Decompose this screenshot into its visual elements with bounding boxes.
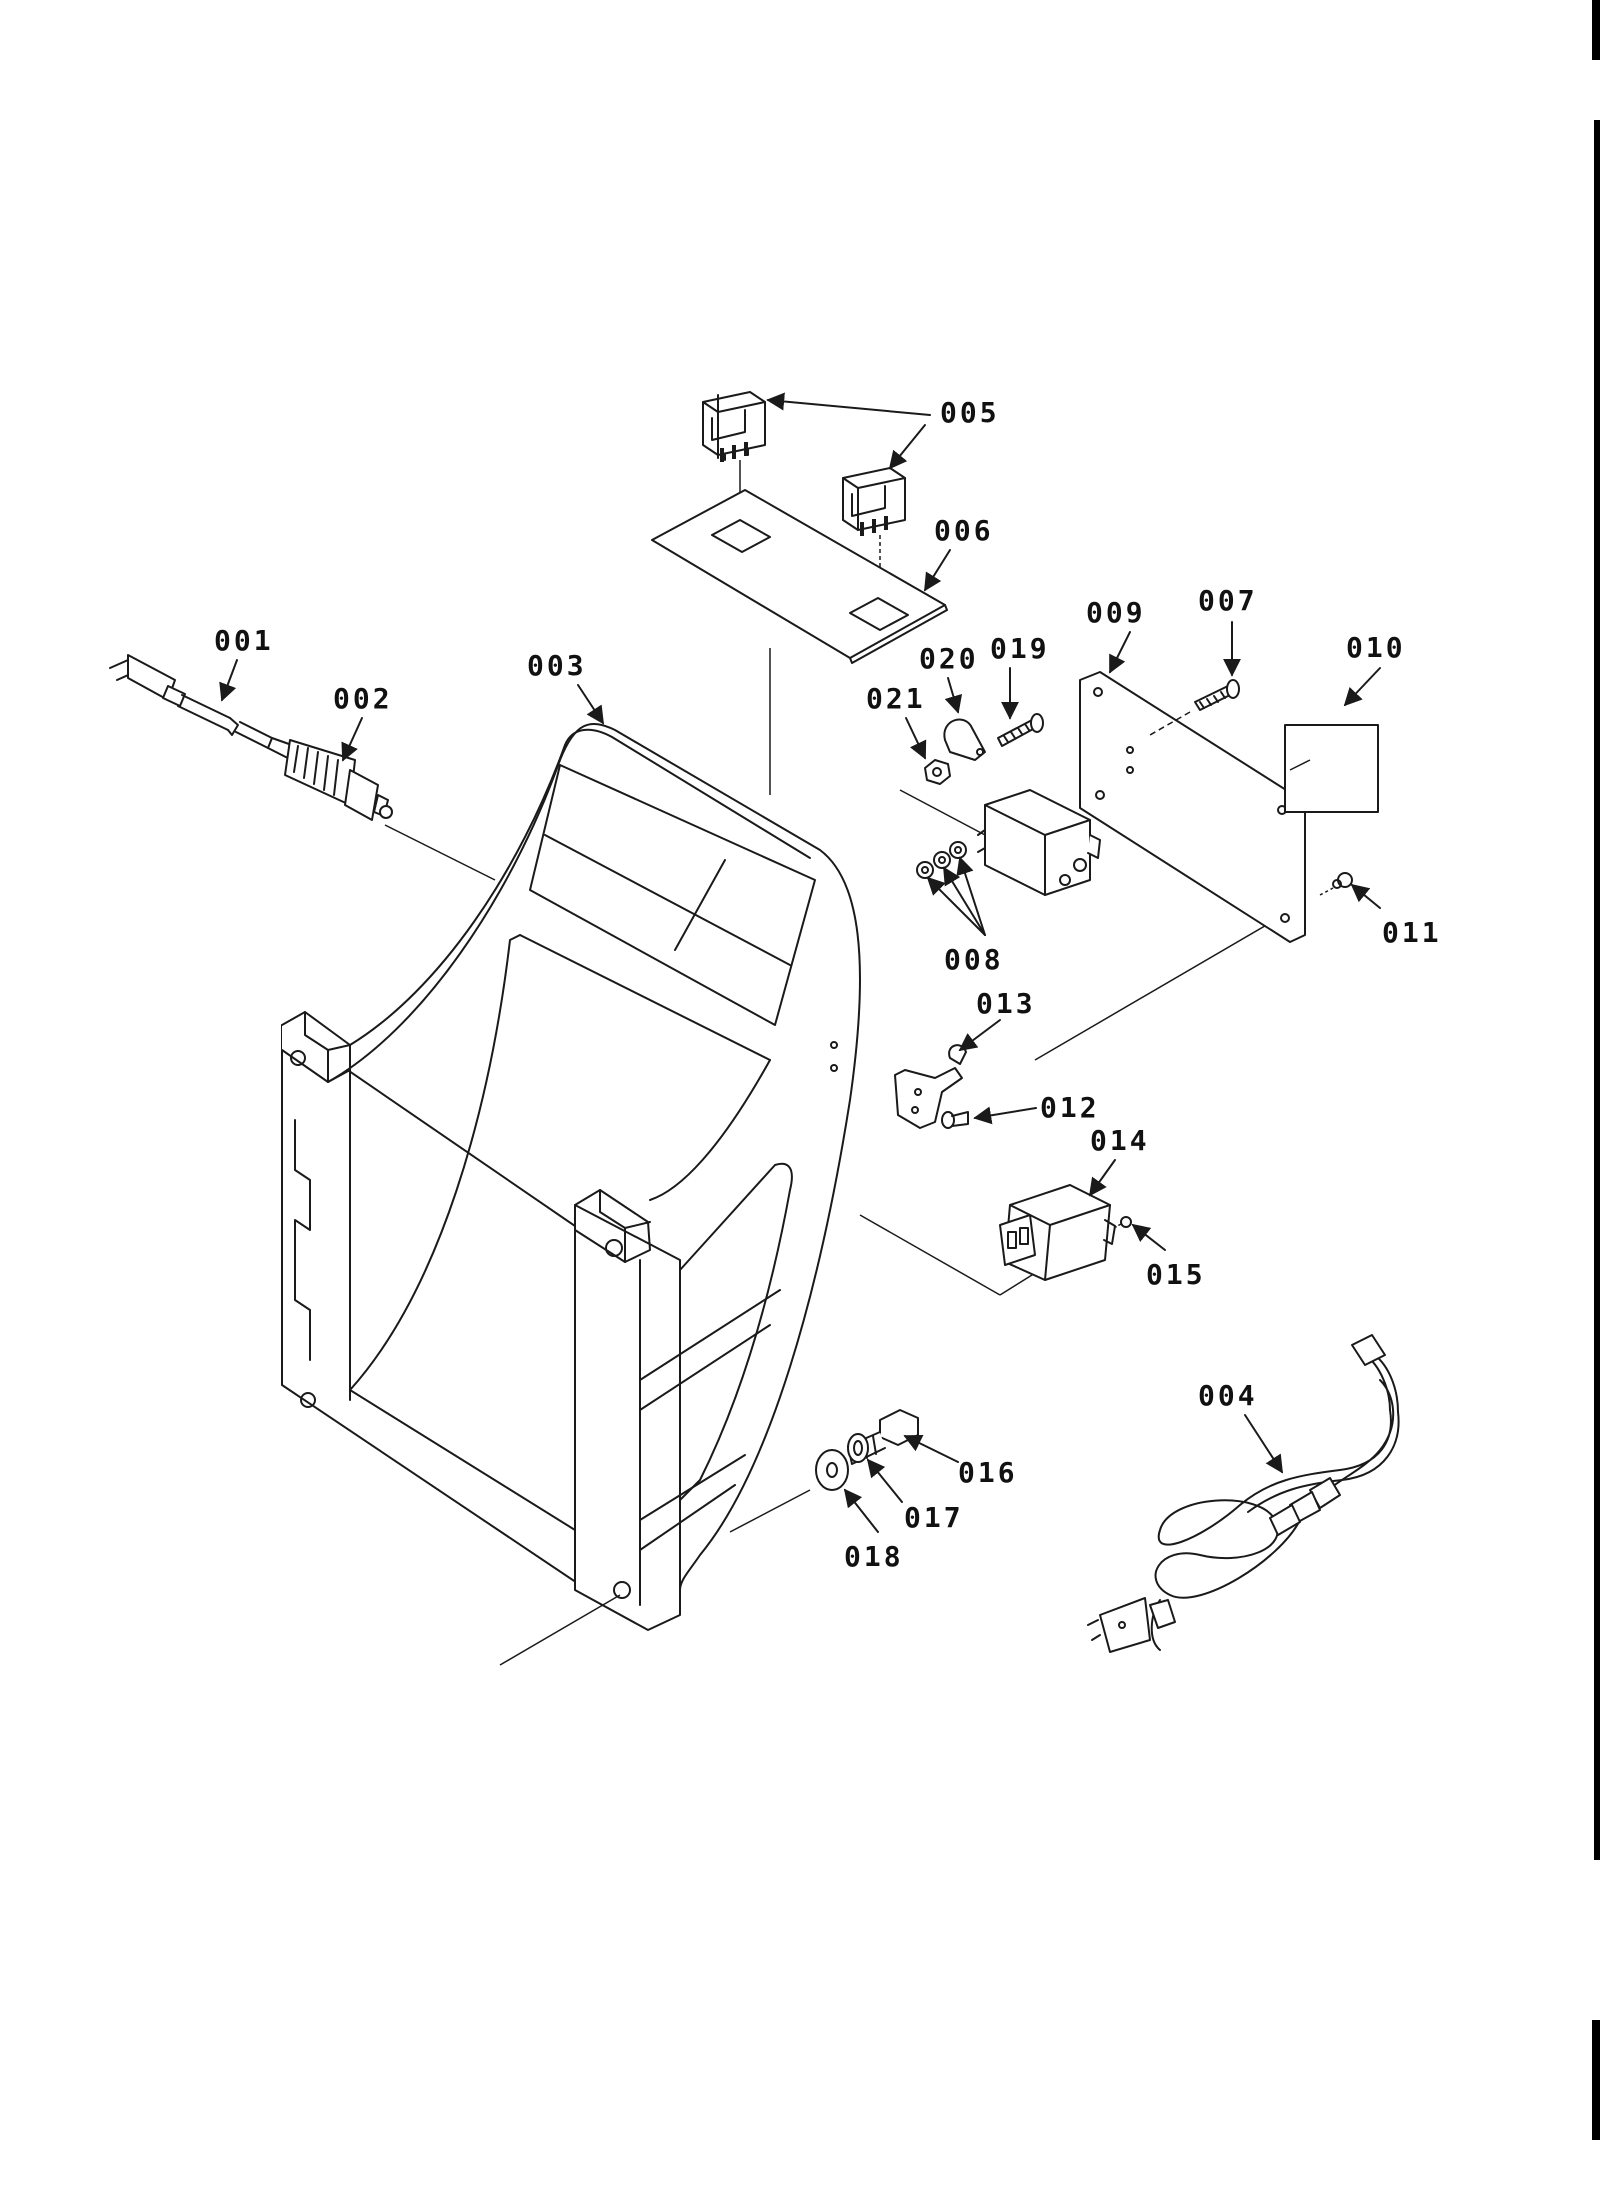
filter-module-drawing	[899, 789, 1101, 896]
callout-020: 020	[919, 642, 979, 675]
callout-016: 016	[958, 1456, 1018, 1489]
label-010-drawing	[1284, 724, 1379, 813]
callout-012: 012	[1040, 1091, 1100, 1124]
screw-007-drawing	[1149, 679, 1240, 736]
mounting-plate-009-drawing	[1079, 671, 1306, 943]
screw-012-drawing	[941, 1111, 969, 1129]
callout-009: 009	[1086, 596, 1146, 629]
power-cable-001-drawing	[109, 654, 273, 749]
screw-019-drawing	[997, 713, 1044, 747]
leader-014-housing	[859, 1214, 1001, 1296]
callout-003: 003	[527, 649, 587, 682]
callout-001: 001	[214, 624, 274, 657]
flat-washer-018-drawing	[815, 1449, 849, 1491]
switch-005-left-drawing	[702, 391, 766, 500]
scan-edge-top	[1592, 0, 1600, 60]
callout-019: 019	[990, 632, 1050, 665]
housing-003-drawing	[281, 723, 861, 1631]
callout-013: 013	[976, 987, 1036, 1020]
scan-edge-middle	[1594, 120, 1600, 1860]
leader-009-housing	[1034, 919, 1276, 1061]
leader-002-housing	[384, 824, 496, 881]
strain-relief-002-drawing	[267, 737, 393, 821]
leader-018-housing	[729, 1489, 811, 1533]
callout-004: 004	[1198, 1379, 1258, 1412]
scan-edge-bottom	[1592, 2020, 1600, 2140]
leader-housing-bottom	[499, 1594, 621, 1666]
callout-008: 008	[944, 943, 1004, 976]
callout-007: 007	[1198, 584, 1258, 617]
callout-arrows	[219, 392, 1381, 1533]
callout-014: 014	[1090, 1124, 1150, 1157]
callout-010: 010	[1346, 631, 1406, 664]
callout-015: 015	[1146, 1258, 1206, 1291]
lock-washer-017-drawing	[847, 1433, 869, 1463]
bracket-013-drawing	[894, 1044, 967, 1129]
callout-021: 021	[866, 682, 926, 715]
callout-017: 017	[904, 1501, 964, 1534]
screw-015-drawing	[1113, 1216, 1132, 1229]
inlet-014-drawing	[999, 1184, 1116, 1281]
clamp-020-drawing	[943, 718, 986, 761]
callout-002: 002	[333, 682, 393, 715]
callout-011: 011	[1382, 916, 1442, 949]
switch-005-right-drawing	[842, 467, 906, 600]
nuts-008-drawing	[916, 841, 967, 879]
callout-018: 018	[844, 1540, 904, 1573]
callout-006: 006	[934, 514, 994, 547]
plate-006-drawing	[651, 489, 948, 664]
screw-011-drawing	[1319, 872, 1353, 896]
nut-021-drawing	[924, 759, 951, 785]
callout-005: 005	[940, 396, 1000, 429]
power-cord-004-drawing	[1087, 1334, 1400, 1653]
